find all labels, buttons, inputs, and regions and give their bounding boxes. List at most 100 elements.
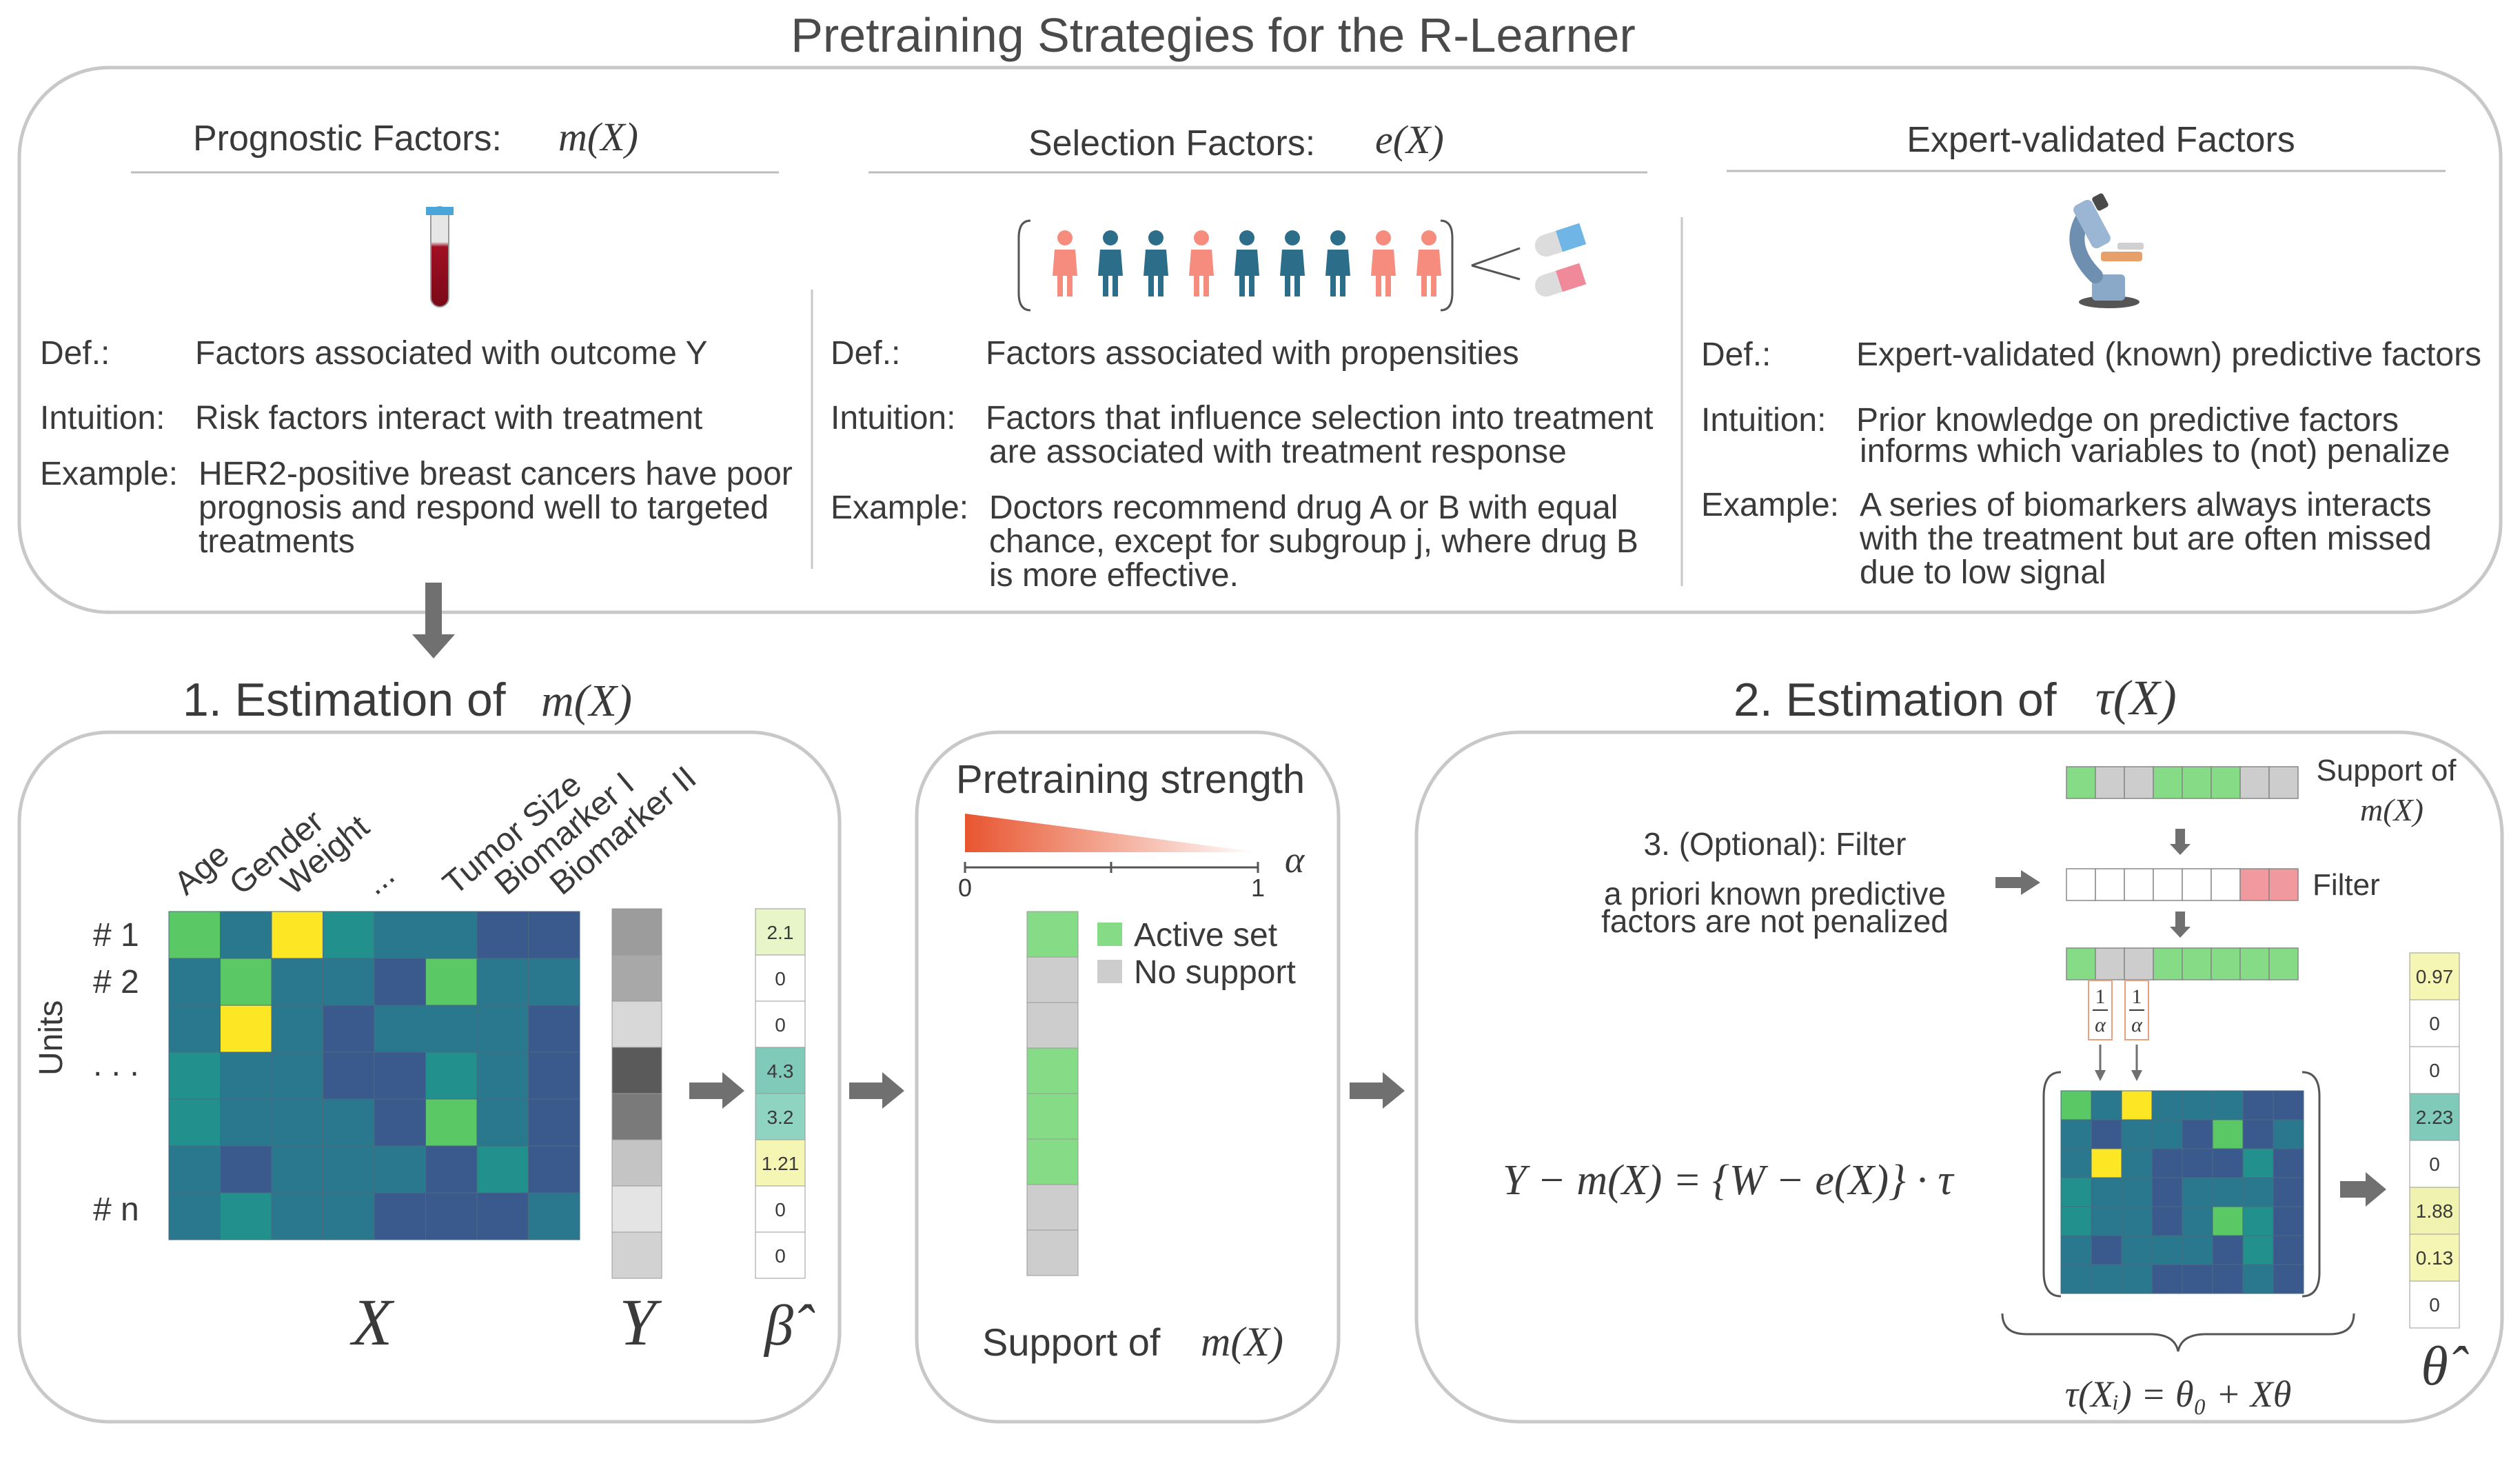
beta-cell [755, 1185, 806, 1233]
example-text: prognosis and respond well to targeted [199, 490, 769, 526]
matrix-cell [2060, 1206, 2092, 1236]
vector-cell [2182, 947, 2212, 980]
matrix-cell [528, 1051, 580, 1100]
matrix-cell [2182, 1119, 2213, 1149]
matrix-cell [2091, 1090, 2122, 1120]
support-cell [1026, 1184, 1079, 1231]
matrix-cell [425, 1005, 478, 1053]
filter-vectors [2066, 766, 2299, 980]
matrix-cell [2091, 1235, 2122, 1265]
matrix-cell [220, 1192, 272, 1240]
matrix-cell [2242, 1264, 2274, 1294]
vector-cell [2239, 766, 2270, 799]
support-math: m(X) [1201, 1319, 1283, 1365]
matrix-cell [2273, 1177, 2304, 1207]
matrix-cell [271, 1192, 323, 1240]
arrow-right [1995, 870, 2040, 895]
matrix-cell [2212, 1206, 2244, 1236]
support-cell [1026, 956, 1079, 1003]
units-axis-label: Units [33, 1000, 70, 1076]
filter-label: Filter [2313, 868, 2380, 902]
step2-panel [1414, 730, 2504, 1424]
example-text: HER2-positive breast cancers have poor [199, 456, 793, 492]
matrix-cell [220, 1145, 272, 1194]
matrix-cell [220, 911, 272, 959]
feature-label: ... [357, 856, 402, 902]
example-label: Example: [40, 456, 178, 492]
matrix-cell [476, 1192, 529, 1240]
vector-cell [2066, 947, 2096, 980]
beta-value: 0 [775, 1245, 786, 1267]
matrix-cell [2091, 1206, 2122, 1236]
matrix-cell [2212, 1148, 2244, 1178]
theta-value: 1.88 [2416, 1200, 2454, 1222]
matrix-cell [374, 1145, 426, 1194]
matrix-cell [374, 958, 426, 1006]
frac-den: α [2095, 1014, 2106, 1036]
person-icon [1280, 230, 1305, 296]
vector-cell [2182, 868, 2212, 901]
y-cell [611, 1047, 662, 1094]
intuition-label: Intuition: [831, 400, 955, 436]
matrix-cell [323, 1098, 375, 1147]
matrix-cell [271, 1005, 323, 1053]
matrix-cell [528, 1005, 580, 1053]
matrix-cell [323, 958, 375, 1006]
beta-label: β̂ [763, 1293, 815, 1358]
matrix-cell [2091, 1264, 2122, 1294]
theta-value: 0 [2429, 1060, 2440, 1081]
matrix-cell [220, 1005, 272, 1053]
matrix-cell [528, 958, 580, 1006]
y-cell [611, 908, 662, 956]
beta-cell [755, 1093, 806, 1140]
matrix-cell [271, 911, 323, 959]
example-label: Example: [1701, 487, 1839, 523]
intuition-text: Risk factors interact with treatment [195, 400, 702, 436]
selection-column: Selection Factors: e(X) Def.: Factors as… [831, 117, 1654, 594]
theta-value: 0 [2429, 1294, 2440, 1316]
matrix-cell [476, 958, 529, 1006]
theta-value: 0 [2429, 1013, 2440, 1034]
expert-column: Expert-validated Factors Def.: Expert-va… [1701, 120, 2481, 591]
vector-cell [2182, 766, 2212, 799]
support-label: Support of [982, 1320, 1161, 1364]
vector-cell [2153, 766, 2183, 799]
theta-cell [2409, 1093, 2460, 1141]
unit-labels: # 1# 2. . .# n [93, 917, 139, 1228]
filter-desc: factors are not penalized [1601, 903, 1949, 939]
example-text: is more effective. [989, 557, 1239, 594]
person-icon [1053, 230, 1077, 296]
matrix-cell [2091, 1177, 2122, 1207]
matrix-cell [271, 1051, 323, 1100]
matrix-cell [2273, 1119, 2304, 1149]
legend-nosupport-swatch [1097, 960, 1122, 983]
weighted-matrix [2060, 1090, 2304, 1294]
matrix-cell [220, 1098, 272, 1147]
matrix-cell [2060, 1235, 2092, 1265]
matrix-cell [2121, 1090, 2153, 1120]
example-text: treatments [199, 523, 355, 560]
matrix-cell [374, 1192, 426, 1240]
matrix-cell [2182, 1206, 2213, 1236]
person-icon [1416, 230, 1441, 296]
def-text: Expert-validated (known) predictive fact… [1856, 336, 2481, 373]
example-text: chance, except for subgroup j, where dru… [989, 523, 1638, 560]
intuition-text: are associated with treatment response [989, 434, 1567, 470]
matrix-cell [2121, 1206, 2153, 1236]
alpha-label: α [1285, 839, 1305, 880]
feature-label: Age [167, 836, 236, 902]
beta-cell [755, 1231, 806, 1279]
vector-cell [2124, 947, 2154, 980]
arrow-right [1350, 1072, 1405, 1109]
matrix-cell [323, 911, 375, 959]
y-cell [611, 1093, 662, 1140]
vector-cell [2124, 766, 2154, 799]
theta-cell [2409, 1280, 2460, 1329]
matrix-cell [168, 1145, 221, 1194]
support-of-math: m(X) [2360, 792, 2424, 827]
intuition-label: Intuition: [1701, 402, 1826, 439]
test-tube-icon [426, 206, 454, 308]
beta-value: 0 [775, 1014, 786, 1036]
pretraining-title: Pretraining strength [956, 757, 1305, 802]
matrix-cell [2212, 1090, 2244, 1120]
